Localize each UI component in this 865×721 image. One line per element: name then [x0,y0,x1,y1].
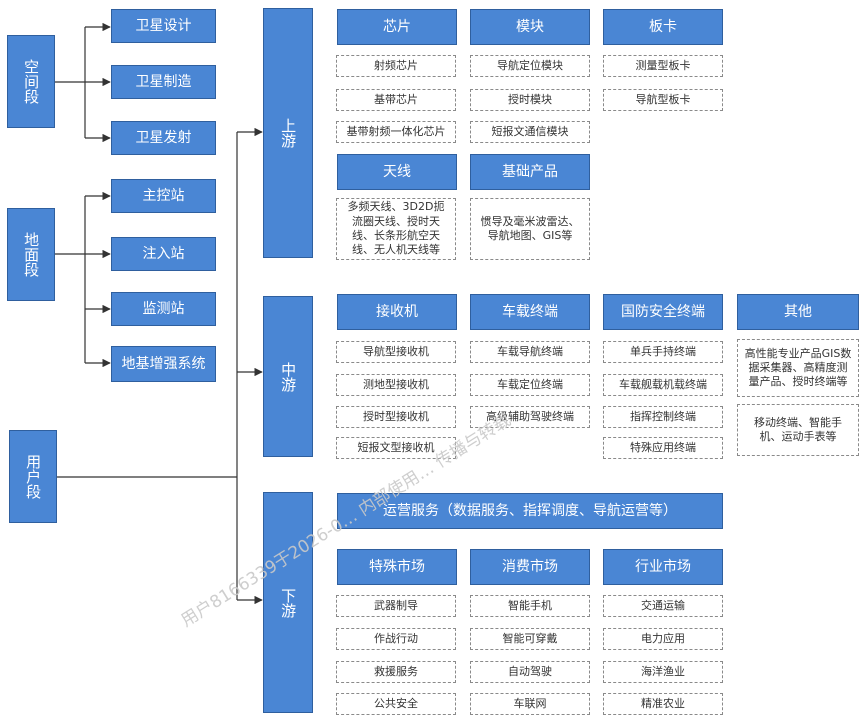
ground-item: 监测站 [111,292,216,326]
space-item: 卫星发射 [111,121,216,155]
special-market-item: 武器制导 [336,595,456,617]
special-market-item: 公共安全 [336,693,456,715]
defense-terminal-item: 指挥控制终端 [603,406,723,428]
defense-terminal-header: 国防安全终端 [603,294,723,330]
module-item: 授时模块 [470,89,590,111]
consumer-market-item: 自动驾驶 [470,661,590,683]
defense-terminal-item: 特殊应用终端 [603,437,723,459]
chip-item: 基带射频一体化芯片 [336,121,456,143]
other-item: 高性能专业产品GIS数据采集器、高精度测量产品、授时终端等 [737,339,859,397]
chip-header: 芯片 [337,9,457,45]
user-segment-box: 用户段 [9,430,57,523]
space-segment-label: 空间段 [22,59,41,104]
special-market-item: 作战行动 [336,628,456,650]
consumer-market-item: 车联网 [470,693,590,715]
industry-market-item: 精准农业 [603,693,723,715]
special-market-item: 救援服务 [336,661,456,683]
industry-market-item: 交通运输 [603,595,723,617]
chip-item: 射频芯片 [336,55,456,77]
user-segment-label: 用户段 [24,454,43,499]
upstream-label: 上游 [279,118,298,148]
receiver-header: 接收机 [337,294,457,330]
midstream-label: 中游 [279,361,298,392]
antenna-item: 多频天线、3D2D扼流圈天线、授时天线、长条形航空天线、无人机天线等 [336,198,456,260]
ground-item: 注入站 [111,237,216,271]
basic-products-header: 基础产品 [470,154,590,190]
space-item: 卫星设计 [111,9,216,43]
ground-item: 主控站 [111,179,216,213]
vehicle-terminal-item: 车载定位终端 [470,374,590,396]
board-item: 导航型板卡 [603,89,723,111]
vehicle-terminal-item: 车载导航终端 [470,341,590,363]
receiver-item: 导航型接收机 [336,341,456,363]
board-item: 测量型板卡 [603,55,723,77]
chip-item: 基带芯片 [336,89,456,111]
antenna-header: 天线 [337,154,457,190]
other-item: 移动终端、智能手机、运动手表等 [737,404,859,456]
industry-market-item: 电力应用 [603,628,723,650]
module-item: 导航定位模块 [470,55,590,77]
operations-service-header: 运营服务（数据服务、指挥调度、导航运营等） [337,493,723,529]
ground-segment-label: 地面段 [22,232,41,277]
receiver-item: 授时型接收机 [336,406,456,428]
module-header: 模块 [470,9,590,45]
upstream-stage: 上游 [263,8,313,258]
receiver-item: 短报文型接收机 [336,437,456,459]
module-item: 短报文通信模块 [470,121,590,143]
board-header: 板卡 [603,9,723,45]
ground-item: 地基增强系统 [111,346,216,382]
industry-market-item: 海洋渔业 [603,661,723,683]
space-item: 卫星制造 [111,65,216,99]
industry-market-header: 行业市场 [603,549,723,585]
receiver-item: 测地型接收机 [336,374,456,396]
vehicle-terminal-item: 高级辅助驾驶终端 [470,406,590,428]
downstream-stage: 下游 [263,492,313,713]
midstream-stage: 中游 [263,296,313,457]
ground-segment-box: 地面段 [7,208,55,301]
consumer-market-header: 消费市场 [470,549,590,585]
space-segment-box: 空间段 [7,35,55,128]
consumer-market-item: 智能手机 [470,595,590,617]
defense-terminal-item: 单兵手持终端 [603,341,723,363]
defense-terminal-item: 车载舰载机载终端 [603,374,723,396]
basic-products-item: 惯导及毫米波雷达、导航地图、GIS等 [470,198,590,260]
special-market-header: 特殊市场 [337,549,457,585]
vehicle-terminal-header: 车载终端 [470,294,590,330]
consumer-market-item: 智能可穿戴 [470,628,590,650]
downstream-label: 下游 [279,587,298,618]
other-header: 其他 [737,294,859,330]
